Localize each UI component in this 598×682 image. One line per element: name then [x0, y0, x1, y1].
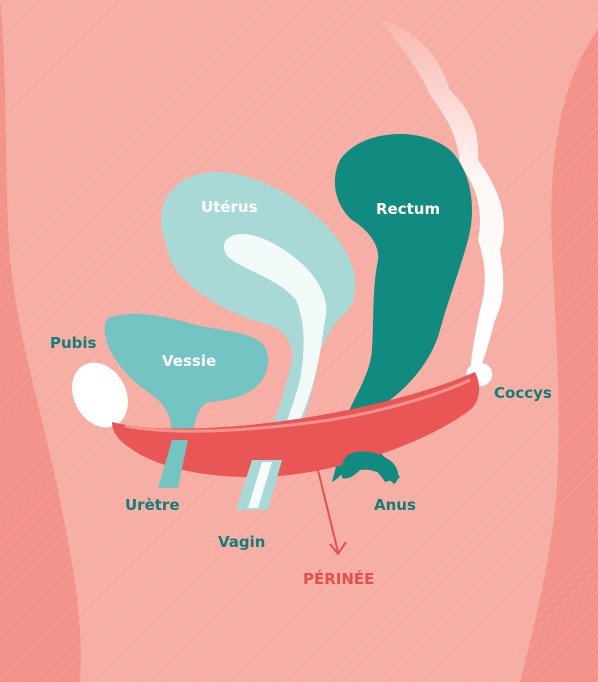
uterus-label: Utérus	[201, 200, 258, 215]
pubis-label: Pubis	[50, 336, 96, 351]
urethra-label: Urètre	[125, 498, 180, 513]
anus-label: Anus	[374, 498, 416, 513]
bladder-label: Vessie	[162, 354, 216, 369]
rectum-label: Rectum	[376, 202, 440, 217]
vagina-label: Vagin	[218, 535, 265, 550]
perineum-label: PÉRINÉE	[303, 572, 374, 587]
coccyx-label: Coccys	[494, 386, 552, 401]
